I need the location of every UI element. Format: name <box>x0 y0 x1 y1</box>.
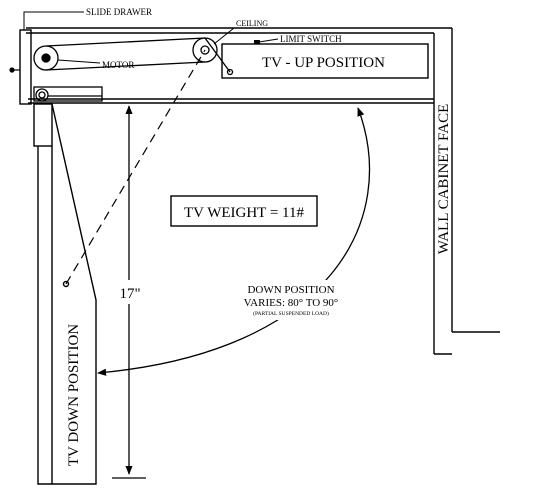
motor-assembly <box>33 37 234 76</box>
slide-drawer-end-plate <box>19 29 32 105</box>
motor-label: MOTOR <box>102 60 134 70</box>
ceiling-label: CEILING <box>236 19 268 28</box>
hinge-rail-body <box>33 86 103 102</box>
height-label: 17" <box>119 286 140 302</box>
motor-leader <box>57 59 101 64</box>
hinge-pivot-outer <box>35 88 49 102</box>
hinge-rail <box>33 86 103 102</box>
limit-switch-leader <box>258 38 279 43</box>
slide-drawer-leader <box>23 11 84 30</box>
leaders <box>23 11 279 64</box>
rotation-arc <box>97 107 371 376</box>
tv-down-panel <box>33 103 97 485</box>
panel-pivot <box>62 280 70 288</box>
hinge-pivot-inner <box>38 91 46 99</box>
down-position-label: DOWN POSITION <box>247 284 334 296</box>
idler-pulley-hub <box>200 45 210 55</box>
wall-cabinet-label: WALL CABINET FACE <box>436 104 452 255</box>
down-position-label-bg <box>222 280 360 320</box>
belt-top <box>45 37 206 47</box>
support-cable-dashed <box>65 49 206 285</box>
lever-arm <box>204 37 231 73</box>
tv-up-label: TV - UP POSITION <box>262 55 385 71</box>
slide-drawer-label: SLIDE DRAWER <box>86 7 152 17</box>
panel-bracket <box>33 103 53 147</box>
motor-pulley-hub <box>41 53 51 63</box>
varies-label: VARIES: 80° TO 90° <box>244 297 339 309</box>
wall-cabinet <box>433 28 500 355</box>
knob <box>9 67 20 73</box>
tv-down-label: TV DOWN POSITION <box>66 324 82 466</box>
belt-bottom <box>45 61 206 71</box>
tv-weight-box <box>170 195 318 227</box>
ceiling-leader <box>213 27 235 45</box>
partial-load-label: (PARTIAL SUSPENDED LOAD) <box>253 310 329 317</box>
panel-outline <box>37 103 97 485</box>
limit-switch-block <box>254 40 260 44</box>
top-housing <box>19 27 452 105</box>
lever-pivot <box>226 68 234 76</box>
limit-switch-label: LIMIT SWITCH <box>280 34 342 44</box>
tv-weight-label: TV WEIGHT = 11# <box>184 205 304 221</box>
